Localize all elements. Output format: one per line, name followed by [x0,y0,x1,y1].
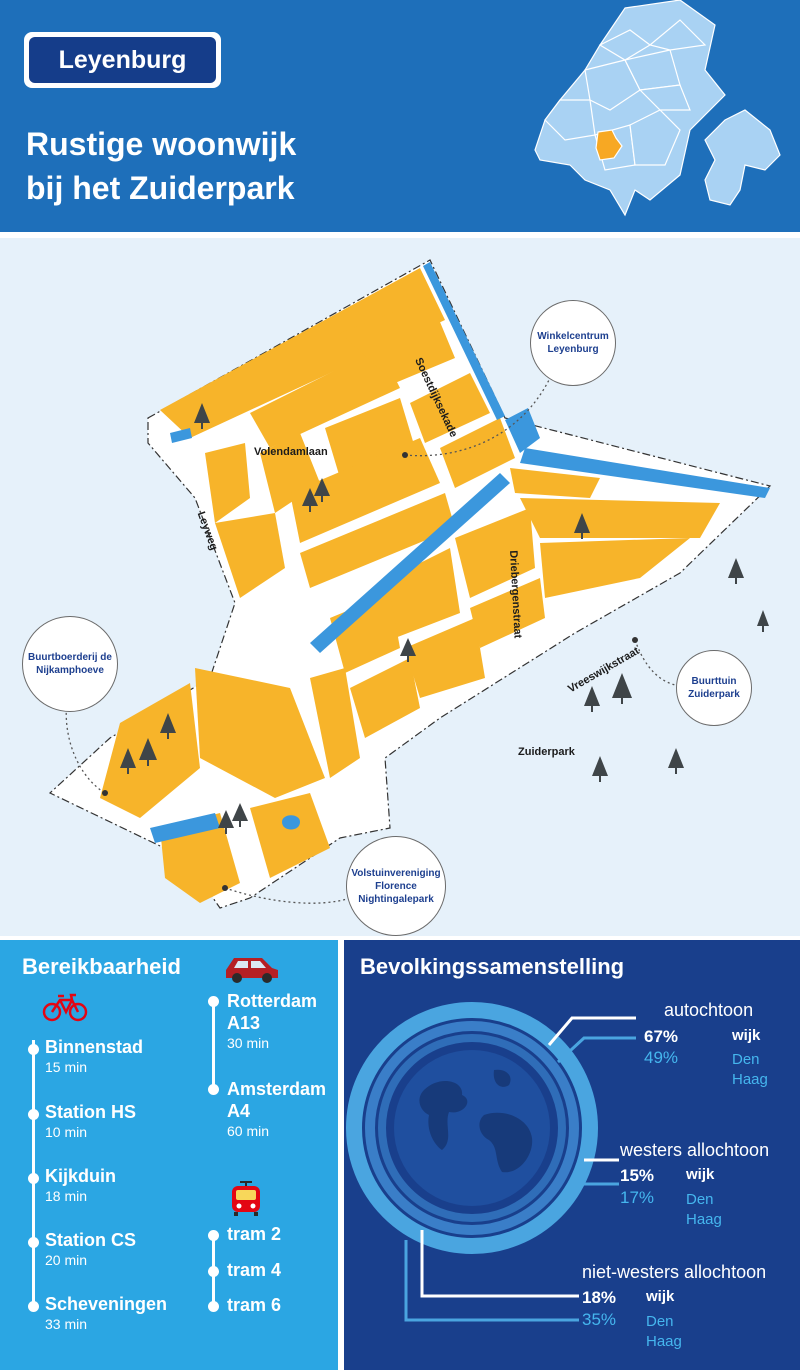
group-wijk-value: 67% [644,1027,679,1046]
bike-destination: Station HS 10 min [45,1102,137,1140]
poi-buurttuin[interactable]: Buurttuin Zuiderpark [676,650,752,726]
reach-title: Bereikbaarheid [22,954,181,979]
bike-stop-dot [28,1301,39,1312]
car-destination: Amsterdam A4 60 min [227,1079,327,1139]
leyenburg-highlight [595,129,623,161]
poi-winkelcentrum[interactable]: Winkelcentrum Leyenburg [530,300,616,386]
poi-leaders [65,377,681,904]
population-panel: Bevolkingssamenstelling autochtoon 67% w… [344,940,800,1370]
poi-buurtboerderij[interactable]: Buurtboerderij de Nijkamphoeve [22,616,118,712]
denhaag-label: Den Haag [686,1191,722,1228]
group-name: autochtoon [664,1000,754,1020]
group-wijk-value: 18% [582,1288,617,1307]
group-wijk-value: 15% [620,1166,655,1185]
group-name: niet-westers allochtoon [582,1262,767,1282]
tram-stop-dot [208,1266,219,1277]
bike-destination: Kijkduin 18 min [45,1166,116,1204]
bike-stop-dot [28,1237,39,1248]
car-timeline [212,998,215,1094]
car-stop-dot [208,1084,219,1095]
car-icon [226,958,278,983]
street-zuiderpark: Zuiderpark [518,746,575,758]
street-volendamlaan: Volendamlaan [254,446,328,458]
denhaag-label: Den Haag [732,1051,768,1088]
ring-westers [365,1021,579,1235]
bike-stop-dot [28,1173,39,1184]
group-denhaag-value: 35% [582,1310,617,1329]
bike-destination: Scheveningen 33 min [45,1294,168,1332]
population-title: Bevolkingssamenstelling [360,954,625,979]
tram-line: tram 4 [227,1260,282,1280]
tram-line: tram 2 [227,1224,282,1244]
header: Leyenburg Rustige woonwijk bij het Zuide… [0,0,800,232]
group-name: westers allochtoon [620,1140,770,1160]
tram-stop-dot [208,1230,219,1241]
bike-destination: Station CS 20 min [45,1230,137,1268]
tram-stop-dot [208,1301,219,1312]
tram-line: tram 6 [227,1295,282,1315]
district-name: Leyenburg [29,37,216,83]
population-rings [346,1002,636,1322]
wijk-label: wijk [732,1027,761,1044]
ring-autochtoon [346,1002,598,1254]
neighbourhood-map: Soestdijksekade Volendamlaan Leyweg Drie… [0,238,800,936]
wijk-label: wijk [686,1166,715,1183]
map-graphic [48,259,772,909]
car-destination: Rotterdam A13 30 min [227,991,318,1051]
globe-icon [394,1050,550,1206]
water [150,262,770,843]
poi-volstuin[interactable]: Volstuinvereniging Florence Nightingalep… [346,836,446,936]
bike-stop-dot [28,1109,39,1120]
building-blocks [100,268,720,903]
title-line-2: bij het Zuiderpark [26,170,295,206]
district-map-icon [534,0,781,217]
bike-stop-dot [28,1044,39,1055]
title-line-1: Rustige woonwijk [26,126,297,162]
district-badge: Leyenburg [24,32,221,88]
car-stop-dot [208,996,219,1007]
group-denhaag-value: 17% [620,1188,655,1207]
denhaag-label: Den Haag [646,1313,682,1350]
wijk-label: wijk [646,1288,675,1305]
bicycle-icon [42,993,88,1022]
bike-destination: Binnenstad 15 min [45,1037,144,1075]
tree-icon [120,403,769,834]
tram-icon [232,1181,260,1216]
page-title: Rustige woonwijk bij het Zuiderpark [26,122,296,210]
group-denhaag-value: 49% [644,1048,679,1067]
reachability-panel: Bereikbaarheid Binnenstad 15 min Station… [0,940,338,1370]
ring-nietwesters [378,1034,566,1222]
